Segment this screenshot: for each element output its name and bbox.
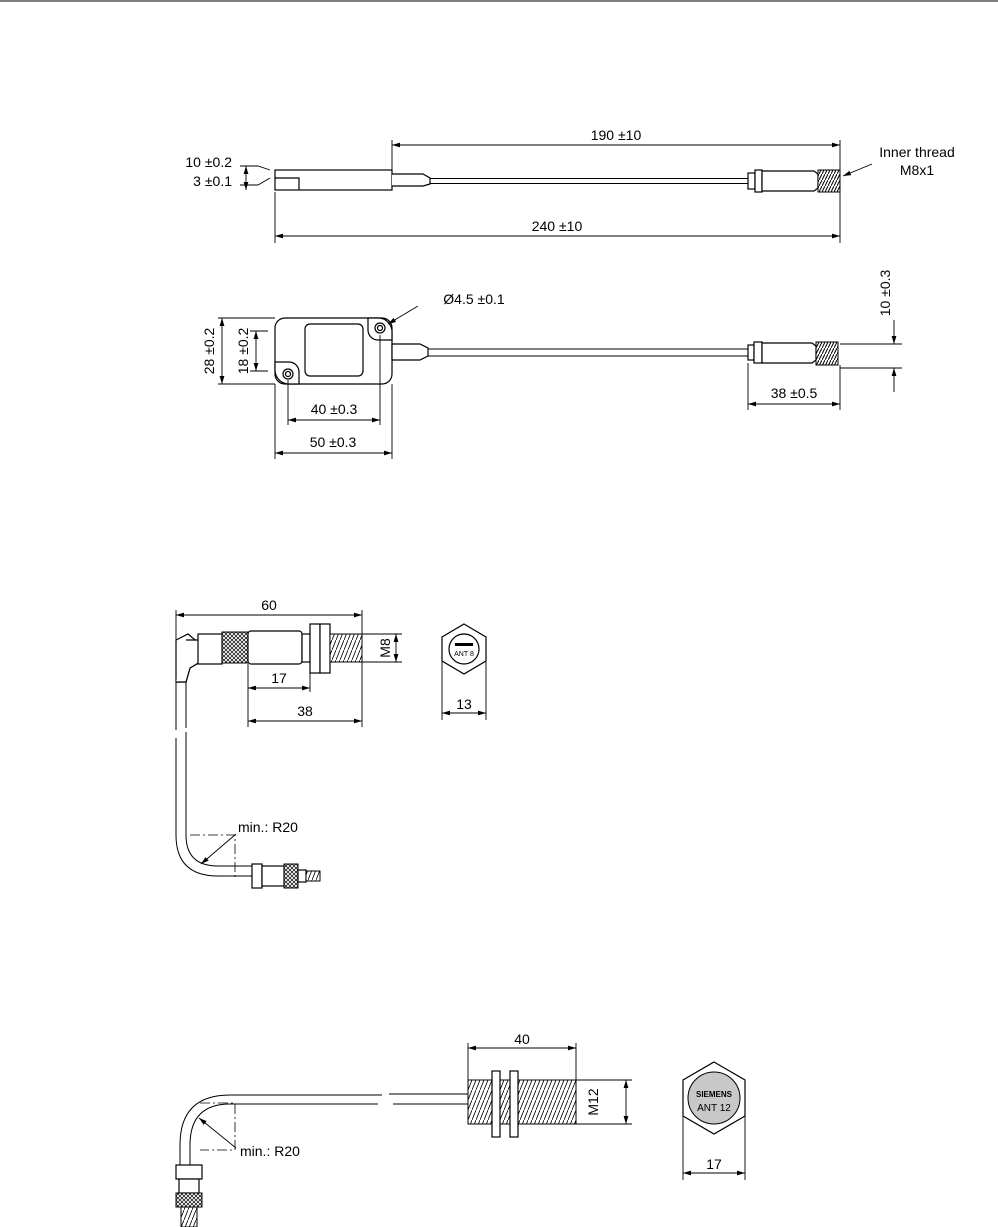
dim-height-outer: 10 ±0.2 (185, 154, 232, 170)
dim-body: 17 (271, 670, 287, 686)
top-view (275, 318, 838, 384)
dim-body-length: 50 ±0.3 (310, 434, 357, 450)
dim-hole-spacing: 40 ±0.3 (311, 401, 358, 417)
m12-end-view: SIEMENS ANT 12 (683, 1062, 745, 1134)
side-view (275, 170, 840, 192)
m12-side-view (176, 1071, 576, 1227)
brand-label: SIEMENS (696, 1090, 733, 1099)
dim-connector-length: 38 ±0.5 (771, 385, 818, 401)
dim-length: 38 (297, 703, 313, 719)
dim-connector-dia: 10 ±0.3 (877, 269, 893, 316)
dim-width-inner: 18 ±0.2 (235, 327, 251, 374)
dim-cable-length: 190 ±10 (591, 127, 642, 143)
face-label-m8: ANT 8 (454, 651, 474, 658)
dim-thread: M8 (377, 638, 393, 658)
dim-hex: 13 (456, 696, 472, 712)
bend-radius-m12: min.: R20 (240, 1143, 300, 1159)
dim-height-inner: 3 ±0.1 (193, 173, 232, 189)
dim-width-outer: 28 ±0.2 (201, 327, 217, 374)
dim-hex-m12: 17 (706, 1156, 722, 1172)
diagram-m12-antenna: 40 M12 min.: R20 SIEMENS ANT 12 17 (176, 1031, 745, 1227)
thread-label: Inner thread (879, 144, 955, 160)
diagram-m8-antenna: 60 M8 17 38 min.: R20 ANT 8 13 (176, 597, 486, 888)
dim-hole: Ø4.5 ±0.1 (443, 291, 505, 307)
dim-length-m12: 40 (514, 1031, 530, 1047)
diagram-flat-antenna: 190 ±10 240 ±10 10 ±0.2 3 ±0.1 Inner thr… (185, 127, 954, 459)
dim-overall: 60 (261, 597, 277, 613)
m8-side-view (176, 624, 362, 888)
knurled-nut (818, 170, 840, 192)
face-label-m12: ANT 12 (697, 1103, 731, 1114)
dim-thread-m12: M12 (585, 1088, 601, 1115)
m8-end-view: ANT 8 (442, 624, 486, 674)
dim-total-length: 240 ±10 (532, 218, 583, 234)
bend-radius: min.: R20 (238, 819, 298, 835)
thread-size: M8x1 (900, 162, 934, 178)
